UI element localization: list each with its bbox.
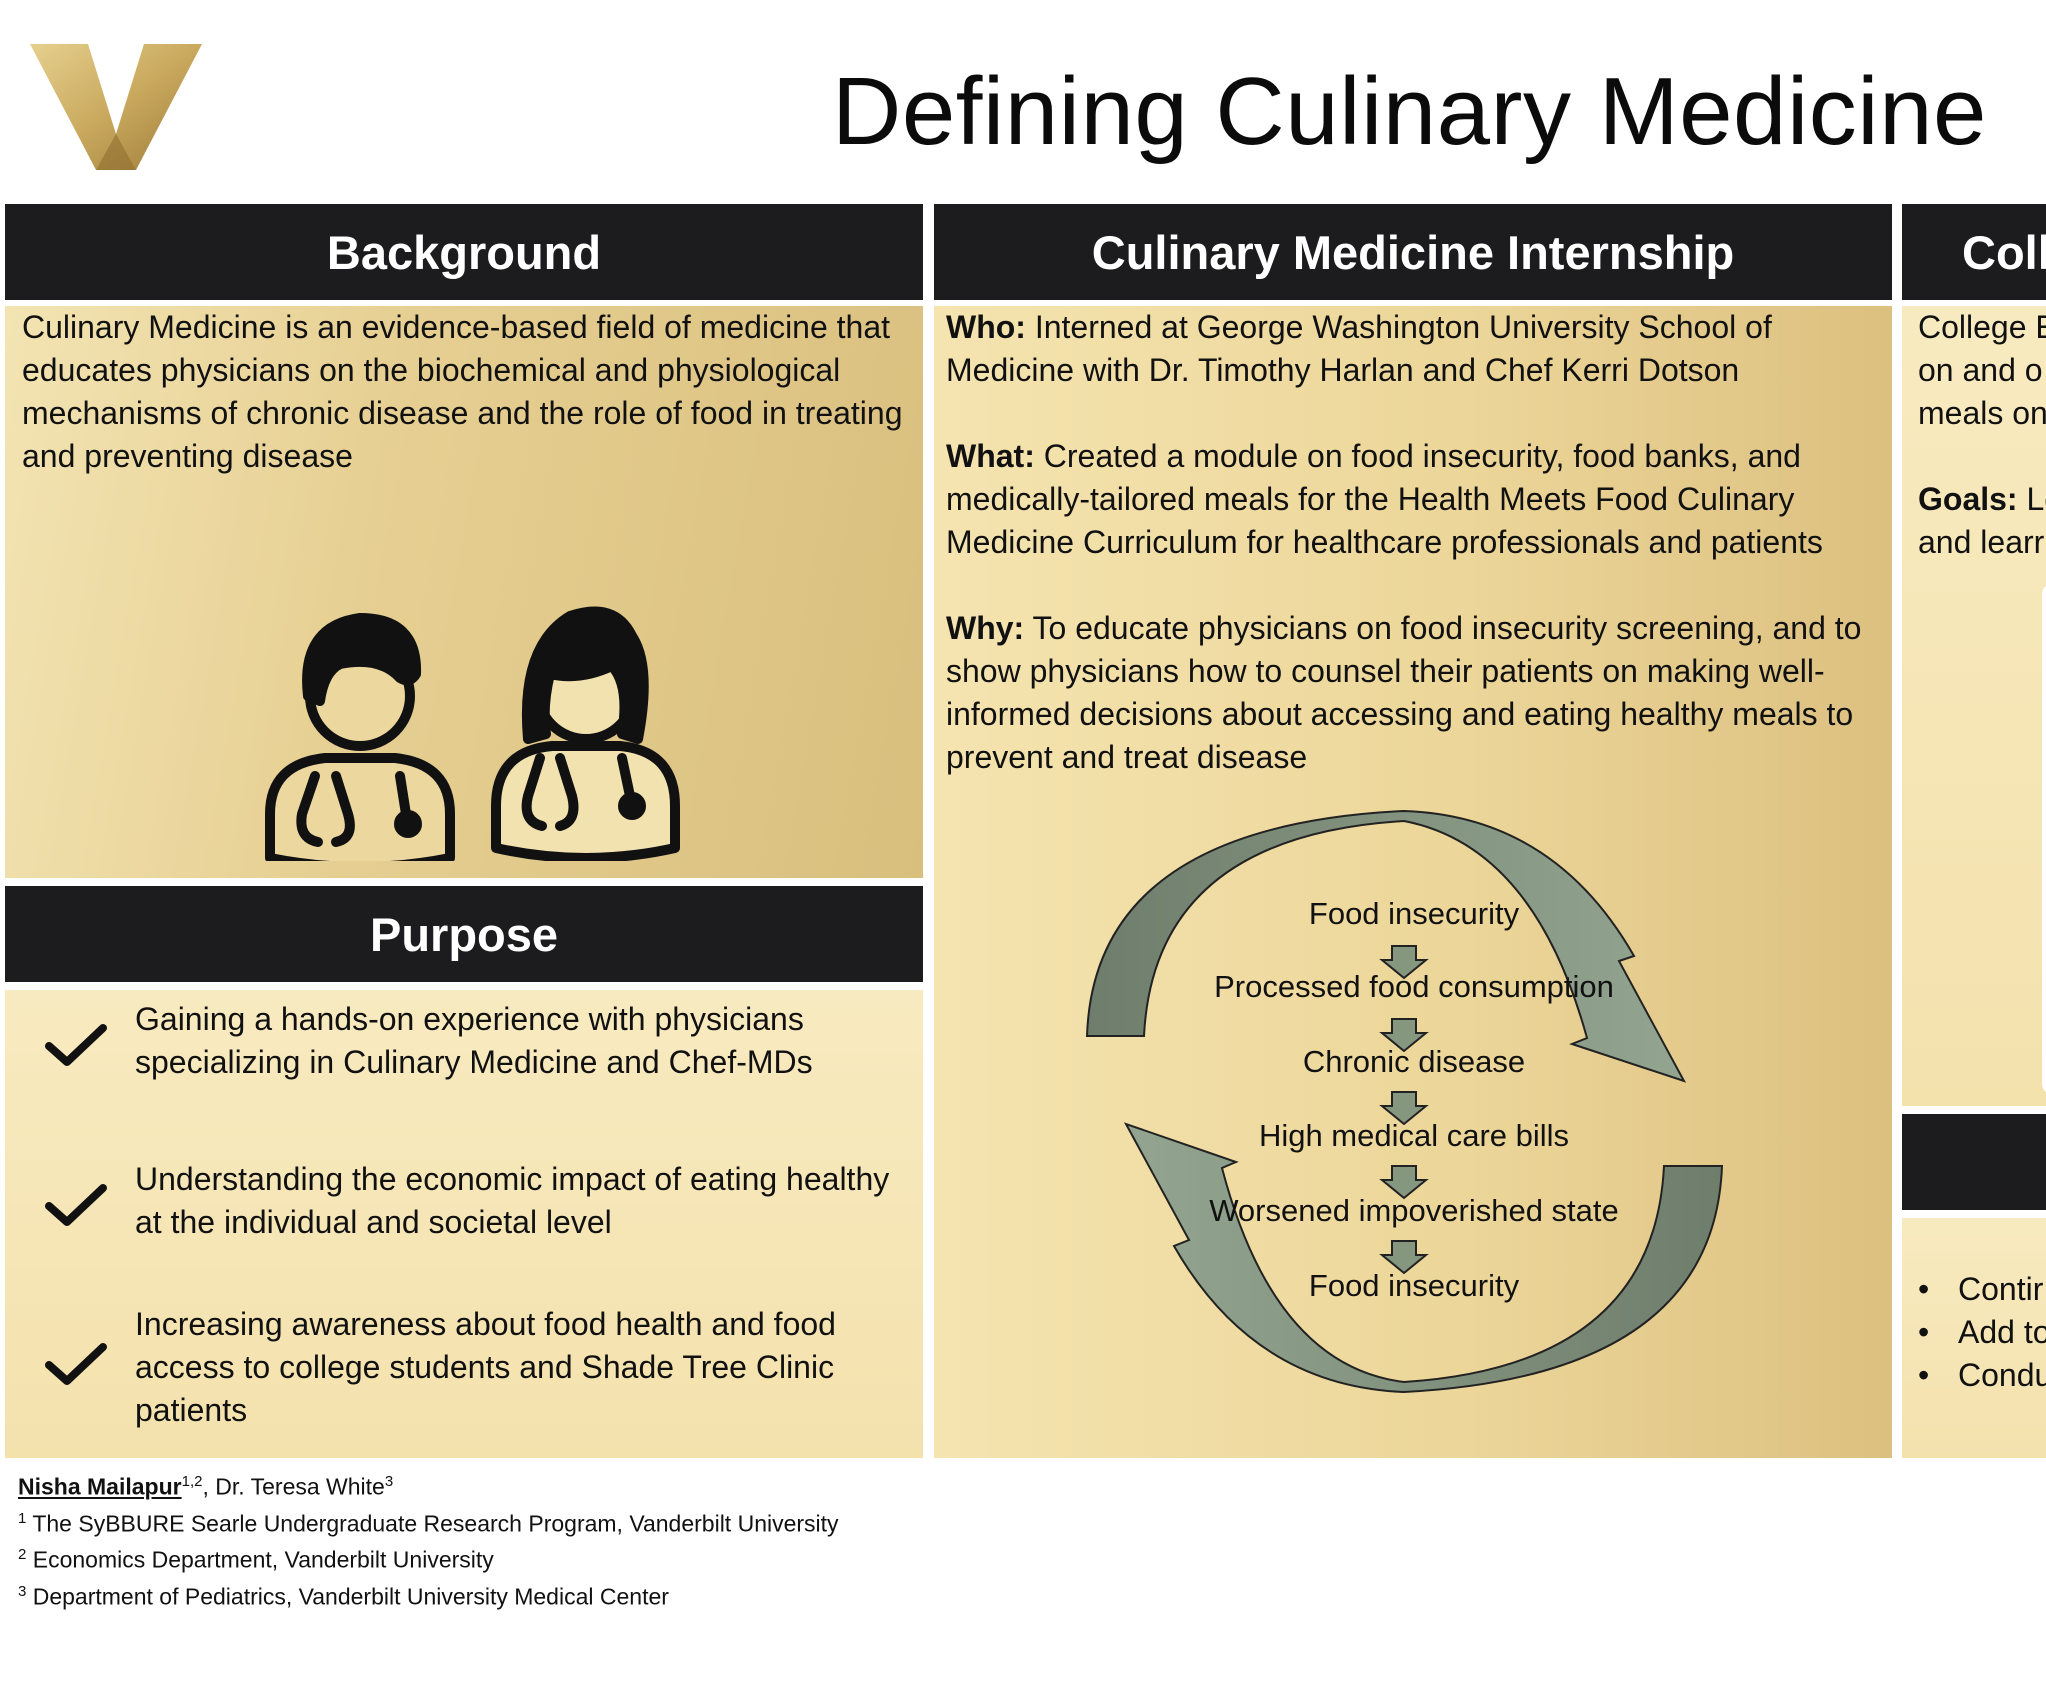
check-icon (45, 1184, 107, 1226)
who-paragraph: Who: Interned at George Washington Unive… (946, 306, 1881, 392)
future-item: Contir (1918, 1268, 2046, 1311)
background-panel: Culinary Medicine is an evidence-based f… (5, 306, 923, 878)
purpose-heading: Purpose (369, 907, 559, 961)
affiliation-text: Economics Department, Vanderbilt Univers… (32, 1546, 494, 1573)
what-text: Created a module on food insecurity, foo… (946, 438, 1823, 560)
goals-label: Goals: (1918, 481, 2018, 517)
cycle-step: Processed food consumption (1214, 969, 1614, 1004)
internship-header: Culinary Medicine Internship (934, 204, 1892, 300)
lead-author: Nisha Mailapur (18, 1473, 182, 1500)
affiliation: 3 Department of Pediatrics, Vanderbilt U… (18, 1576, 839, 1613)
vanderbilt-logo (30, 44, 202, 170)
what-paragraph: What: Created a module on food insecurit… (946, 435, 1881, 564)
purpose-header: Purpose (5, 886, 923, 982)
affiliation-num: 1 (18, 1509, 27, 1527)
purpose-item-text: Increasing awareness about food health a… (135, 1306, 836, 1428)
internship-panel: Who: Interned at George Washington Unive… (934, 306, 1892, 1458)
authors-block: Nisha Mailapur1,2, Dr. Teresa White3 1 T… (18, 1466, 839, 1613)
affiliation-num: 3 (18, 1582, 27, 1600)
cycle-step: Food insecurity (1308, 896, 1520, 931)
college-header: Coll (1902, 204, 2046, 300)
cycle-step: Worsened impoverished state (1209, 1193, 1619, 1228)
background-header: Background (5, 204, 923, 300)
future-item: Condu (1918, 1354, 2046, 1397)
internship-text: Who: Interned at George Washington Unive… (946, 306, 1881, 822)
second-author: , Dr. Teresa White (202, 1473, 385, 1500)
poster-title: Defining Culinary Medicine (832, 58, 1987, 165)
purpose-panel: Gaining a hands-on experience with physi… (5, 990, 923, 1458)
cycle-arrows (1085, 809, 1724, 1394)
why-paragraph: Why: To educate physicians on food insec… (946, 607, 1881, 779)
cycle-step: Chronic disease (1302, 1044, 1526, 1079)
what-label: What: (946, 438, 1035, 474)
cycle-step: High medical care bills (1258, 1118, 1570, 1153)
cycle-step: Food insecurity (1308, 1268, 1520, 1303)
future-list: Contir Add to Condu (1918, 1268, 2046, 1397)
college-text: College E on and o meals on Goals: Lo an… (1918, 306, 2046, 564)
affiliation-text: Department of Pediatrics, Vanderbilt Uni… (32, 1583, 669, 1610)
college-heading: Coll (1962, 225, 2046, 279)
goals-text: Lo (2026, 481, 2046, 517)
lead-author-sup: 1,2 (181, 1473, 203, 1490)
purpose-item-text: Understanding the economic impact of eat… (135, 1161, 890, 1240)
college-line: College E (1918, 309, 2046, 345)
college-line: on and o (1918, 352, 2043, 388)
who-label: Who: (946, 309, 1026, 345)
background-heading: Background (326, 225, 602, 279)
why-text: To educate physicians on food insecurity… (946, 610, 1862, 775)
college-line: meals on (1918, 395, 2046, 431)
affiliation: 2 Economics Department, Vanderbilt Unive… (18, 1539, 839, 1576)
second-author-sup: 3 (384, 1473, 394, 1490)
doctors-icon (265, 606, 680, 861)
background-text: Culinary Medicine is an evidence-based f… (22, 309, 903, 474)
check-icon (45, 1343, 107, 1385)
photo-frame (2042, 584, 2046, 1094)
purpose-item-text: Gaining a hands-on experience with physi… (135, 1001, 813, 1080)
affiliation-num: 2 (18, 1546, 27, 1564)
college-panel: College E on and o meals on Goals: Lo an… (1902, 306, 2046, 1106)
affiliation-text: The SyBBURE Searle Undergraduate Researc… (32, 1510, 839, 1537)
author-line: Nisha Mailapur1,2, Dr. Teresa White3 (18, 1466, 839, 1503)
why-label: Why: (946, 610, 1025, 646)
check-icon (45, 1024, 107, 1066)
future-panel: Contir Add to Condu (1902, 1218, 2046, 1458)
goals-line: Goals: Lo (1918, 478, 2046, 521)
future-header (1902, 1114, 2046, 1210)
internship-heading: Culinary Medicine Internship (1091, 225, 1735, 279)
affiliation: 1 The SyBBURE Searle Undergraduate Resea… (18, 1503, 839, 1540)
future-item: Add to (1918, 1311, 2046, 1354)
who-text: Interned at George Washington University… (946, 309, 1772, 388)
food-insecurity-cycle: Food insecurity Processed food consumpti… (1074, 806, 1754, 1706)
goals-line: and learr (1918, 524, 2045, 560)
